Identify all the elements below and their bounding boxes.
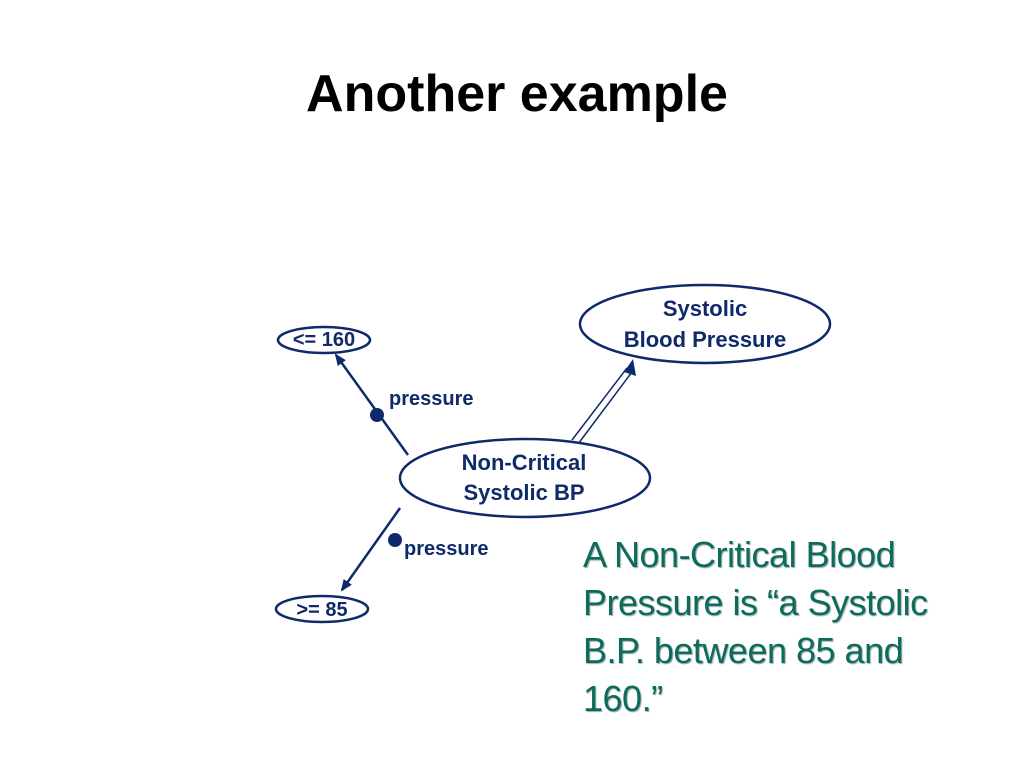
parent-node-line2: Blood Pressure: [624, 327, 787, 352]
upper-pressure-dot: [370, 408, 384, 422]
lower-bound-label: >= 85: [296, 599, 347, 621]
center-node-line1: Non-Critical: [462, 450, 587, 475]
caption-line-4: 160.”: [583, 678, 663, 719]
caption-line-2: Pressure is “a Systolic: [583, 582, 928, 623]
lower-pressure-dot: [388, 533, 402, 547]
upper-bound-node: <= 160: [276, 325, 372, 355]
caption-line-3: B.P. between 85 and: [583, 630, 904, 671]
caption-line-1: A Non-Critical Blood: [583, 534, 896, 575]
slide-title: Another example: [306, 65, 728, 123]
center-node-line2: Systolic BP: [463, 480, 584, 505]
center-node-non-critical-systolic-bp: Non-Critical Systolic BP: [398, 437, 652, 519]
is-a-link: [571, 359, 636, 445]
lower-relation-label: pressure: [404, 538, 489, 560]
lower-pressure-link: [340, 507, 402, 592]
parent-node-systolic-blood-pressure: Systolic Blood Pressure: [578, 283, 832, 365]
upper-bound-label: <= 160: [293, 329, 355, 351]
parent-node-line1: Systolic: [663, 296, 747, 321]
lower-bound-node: >= 85: [274, 594, 370, 624]
definition-caption: A Non-Critical Blood Pressure is “a Syst…: [583, 531, 1003, 723]
upper-relation-label: pressure: [389, 388, 474, 410]
upper-pressure-link: [334, 353, 410, 456]
